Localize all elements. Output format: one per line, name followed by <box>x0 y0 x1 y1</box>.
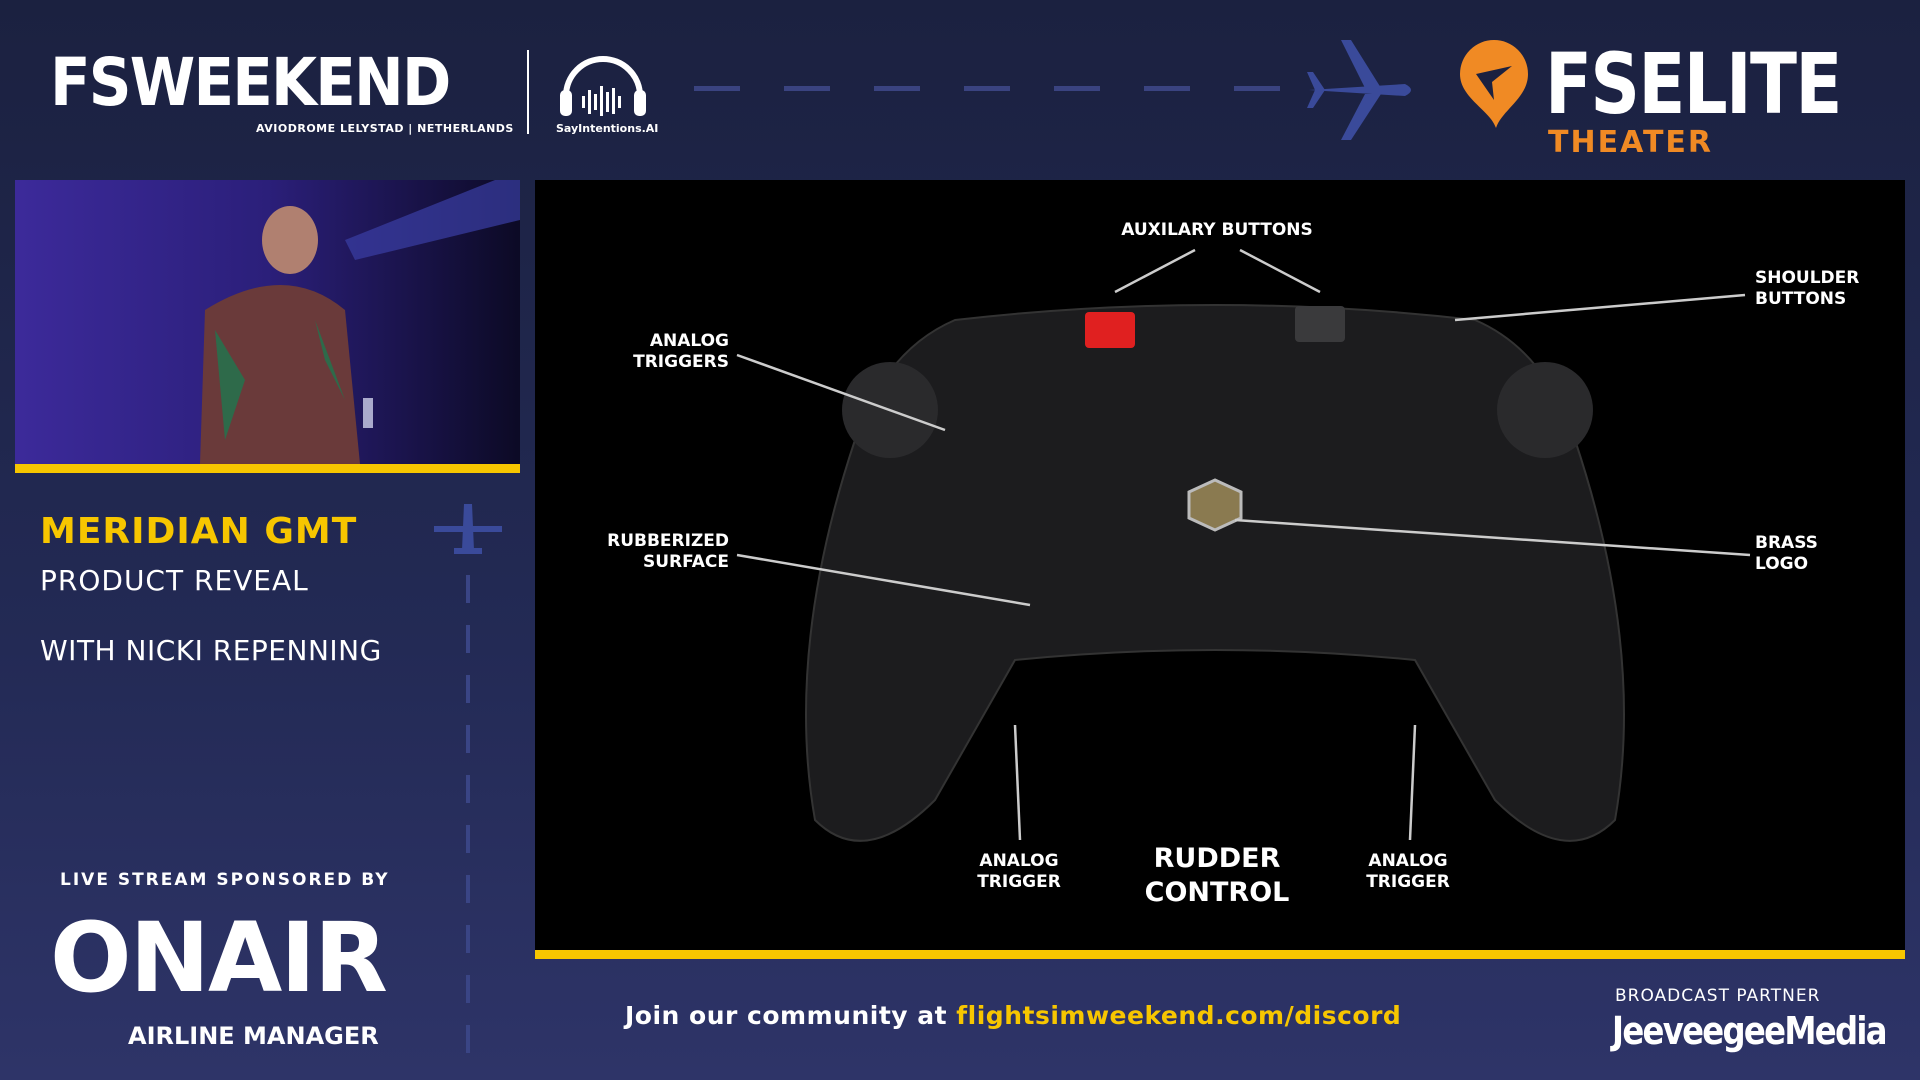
slide-accent-bar <box>535 950 1905 959</box>
runway-dash <box>466 625 470 653</box>
presenter-name: WITH NICKI REPENNING <box>40 634 382 667</box>
community-banner: Join our community at flightsimweekend.c… <box>625 1001 1401 1031</box>
flight-path-dash <box>1144 86 1190 91</box>
label-analog-triggers: ANALOG TRIGGERS <box>633 331 729 372</box>
product-slide <box>535 180 1905 950</box>
runway-dash <box>466 825 470 853</box>
onair-logo: ONAIR <box>50 902 388 1014</box>
divider <box>527 50 529 134</box>
runway-dash <box>466 875 470 903</box>
jeeveegee-logo: JeeveegeeMedia <box>1612 1009 1888 1053</box>
runway-dash <box>466 775 470 803</box>
label-rubberized-surface: RUBBERIZED SURFACE <box>607 531 729 572</box>
red-auxiliary-button <box>1085 312 1135 348</box>
label-analog-trigger-right: ANALOG TRIGGER <box>1366 851 1450 892</box>
headphones-icon <box>560 56 646 116</box>
flight-path-dash <box>1234 86 1280 91</box>
label-analog-trigger-left: ANALOG TRIGGER <box>977 851 1061 892</box>
bomber-plane-icon <box>434 504 502 554</box>
label-rudder-control: RUDDER CONTROL <box>1144 843 1290 908</box>
flight-path-dash <box>784 86 830 91</box>
presenter-figure <box>200 180 520 464</box>
event-location: AVIODROME LELYSTAD | NETHERLANDS <box>256 122 514 135</box>
session-subtitle: PRODUCT REVEAL <box>40 564 309 597</box>
theater-label: THEATER <box>1548 125 1714 160</box>
label-shoulder-buttons: SHOULDER BUTTONS <box>1755 268 1860 309</box>
runway-dash <box>466 925 470 953</box>
brass-logo-mark <box>1187 478 1243 532</box>
flight-path-dash <box>964 86 1010 91</box>
sponsored-by-label: LIVE STREAM SPONSORED BY <box>60 870 390 890</box>
discord-link: flightsimweekend.com/discord <box>956 1001 1402 1030</box>
flight-path-dash <box>694 86 740 91</box>
join-text: Join our community at <box>625 1001 957 1030</box>
session-title: MERIDIAN GMT <box>40 511 358 552</box>
runway-dash <box>466 725 470 753</box>
label-auxilary-buttons: AUXILARY BUTTONS <box>1121 220 1313 240</box>
controller-image <box>736 248 1751 842</box>
flight-path-dash <box>1054 86 1100 91</box>
runway-dash <box>466 1025 470 1053</box>
flight-path-dash <box>874 86 920 91</box>
runway-dash <box>466 975 470 1003</box>
onair-tagline: AIRLINE MANAGER <box>128 1022 379 1050</box>
runway-dash <box>466 575 470 603</box>
presenter-webcam <box>15 180 520 464</box>
fselite-pin-icon <box>1460 40 1528 128</box>
label-brass-logo: BRASS LOGO <box>1755 533 1818 574</box>
webcam-accent-bar <box>15 464 520 473</box>
sayintentions-logo: SayIntentions.AI <box>556 122 659 135</box>
fsweekend-logo: FSWEEKEND <box>50 44 451 121</box>
runway-dash <box>466 675 470 703</box>
airplane-icon <box>1307 40 1411 140</box>
fselite-logo: FSELITE <box>1545 35 1842 133</box>
broadcast-partner-label: BROADCAST PARTNER <box>1615 986 1821 1006</box>
